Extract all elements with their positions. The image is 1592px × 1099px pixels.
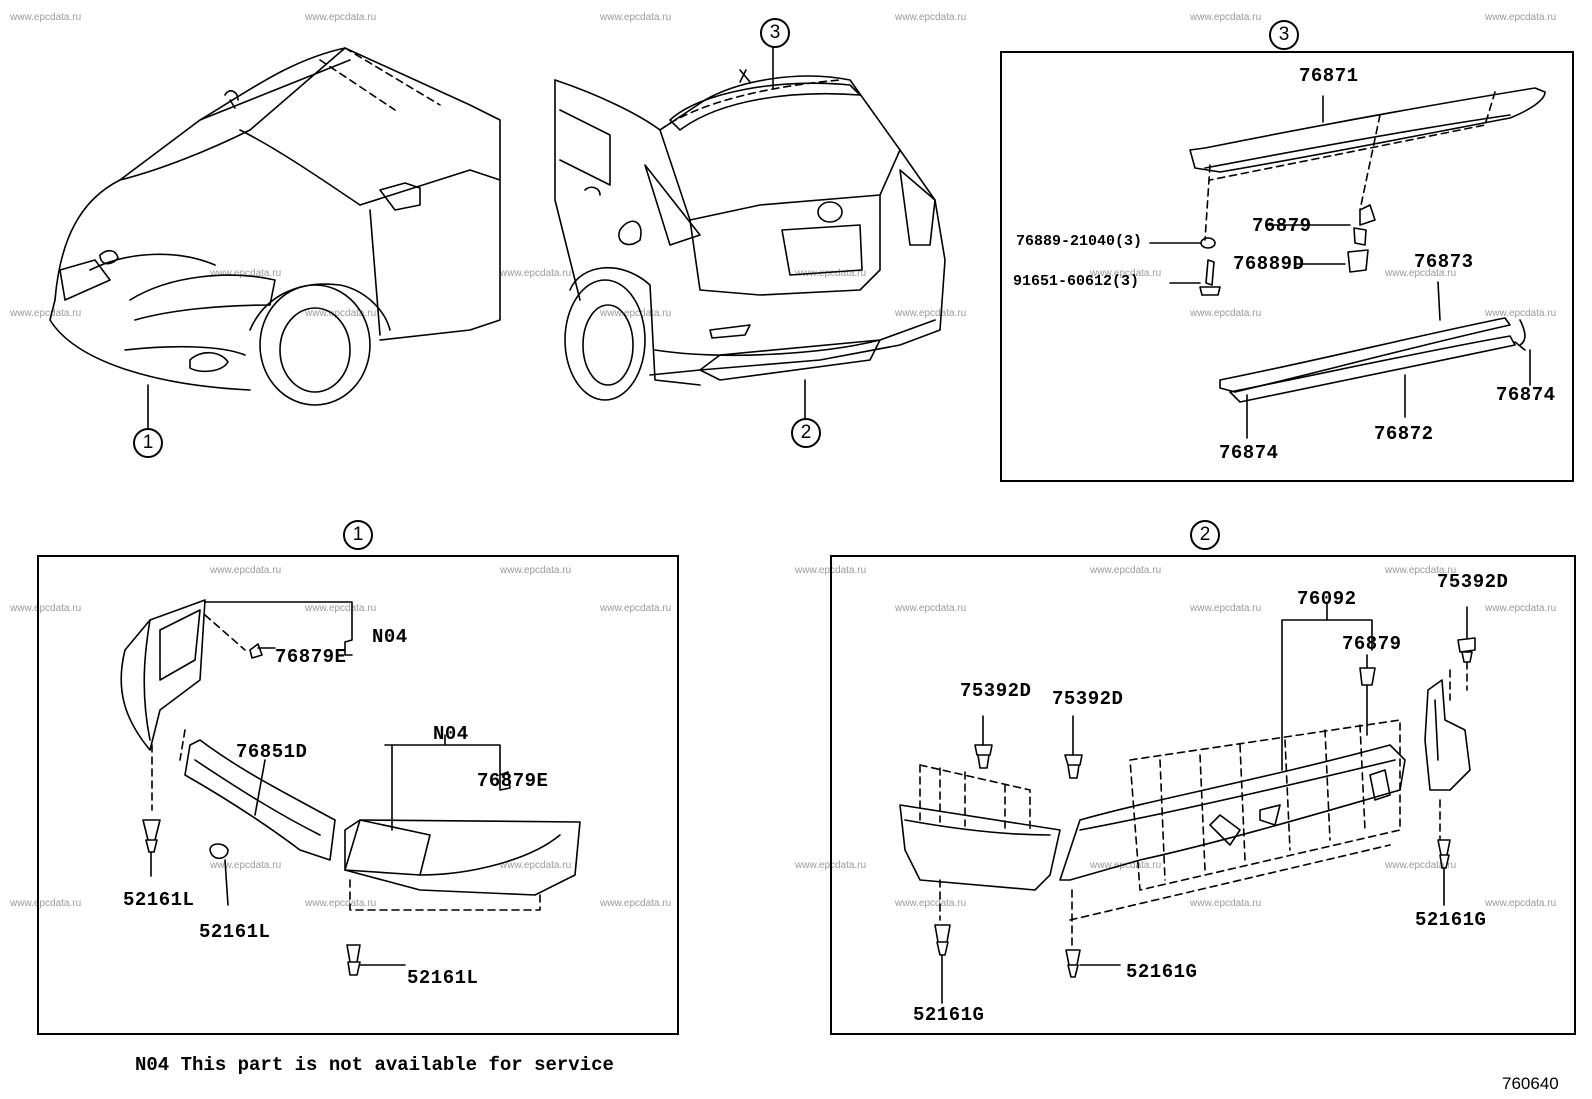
rear-spoiler-detail-drawing xyxy=(899,603,1476,1004)
watermark: www.epcdata.ru xyxy=(1190,12,1262,23)
part-label-76874-left[interactable]: 76874 xyxy=(1219,442,1279,464)
watermark: www.epcdata.ru xyxy=(795,268,867,279)
watermark: www.epcdata.ru xyxy=(305,603,377,614)
part-label-75392D-left-1[interactable]: 75392D xyxy=(960,680,1032,702)
watermark: www.epcdata.ru xyxy=(1190,603,1262,614)
watermark: www.epcdata.ru xyxy=(500,268,572,279)
watermark: www.epcdata.ru xyxy=(10,308,82,319)
watermark: www.epcdata.ru xyxy=(1485,12,1557,23)
watermark: www.epcdata.ru xyxy=(600,603,672,614)
part-label-52161L-c[interactable]: 52161L xyxy=(407,967,479,989)
callout-front-box: 1 xyxy=(343,520,373,550)
part-label-91651-60612[interactable]: 91651-60612(3) xyxy=(1013,273,1140,290)
note-label-N04-top[interactable]: N04 xyxy=(372,626,408,648)
rear-spoiler-detail-frame xyxy=(830,555,1576,1035)
watermark: www.epcdata.ru xyxy=(600,12,672,23)
part-label-76889D[interactable]: 76889D xyxy=(1233,253,1305,275)
callout-spoiler-box: 3 xyxy=(1269,20,1299,50)
watermark: www.epcdata.ru xyxy=(1385,565,1457,576)
spoiler-detail-frame xyxy=(1000,51,1574,482)
part-label-76092[interactable]: 76092 xyxy=(1297,588,1357,610)
part-label-52161L-b[interactable]: 52161L xyxy=(199,921,271,943)
part-label-76879-rear[interactable]: 76879 xyxy=(1342,633,1402,655)
part-label-52161G-right[interactable]: 52161G xyxy=(1415,909,1487,931)
watermark: www.epcdata.ru xyxy=(305,898,377,909)
part-label-52161G-left[interactable]: 52161G xyxy=(913,1004,985,1026)
part-label-76873[interactable]: 76873 xyxy=(1414,251,1474,273)
watermark: www.epcdata.ru xyxy=(1385,268,1457,279)
part-label-76879E-mid[interactable]: 76879E xyxy=(477,770,549,792)
watermark: www.epcdata.ru xyxy=(500,860,572,871)
watermark: www.epcdata.ru xyxy=(1190,898,1262,909)
watermark: www.epcdata.ru xyxy=(895,898,967,909)
watermark: www.epcdata.ru xyxy=(895,308,967,319)
watermark: www.epcdata.ru xyxy=(10,603,82,614)
watermark: www.epcdata.ru xyxy=(895,12,967,23)
callout-front[interactable]: 1 xyxy=(133,428,163,458)
callout-rear-box: 2 xyxy=(1190,520,1220,550)
part-label-75392D-left-2[interactable]: 75392D xyxy=(1052,688,1124,710)
watermark: www.epcdata.ru xyxy=(600,898,672,909)
footnote: N04 This part is not available for servi… xyxy=(135,1054,614,1076)
part-label-76871[interactable]: 76871 xyxy=(1299,65,1359,87)
front-spoiler-detail-frame xyxy=(37,555,679,1035)
figure-number: 760640 xyxy=(1502,1074,1559,1093)
watermark: www.epcdata.ru xyxy=(10,12,82,23)
front-spoiler-detail-drawing xyxy=(120,599,581,976)
watermark: www.epcdata.ru xyxy=(305,308,377,319)
part-label-76872[interactable]: 76872 xyxy=(1374,423,1434,445)
watermark: www.epcdata.ru xyxy=(600,308,672,319)
part-label-76889-21040[interactable]: 76889-21040(3) xyxy=(1016,233,1143,250)
watermark: www.epcdata.ru xyxy=(1485,603,1557,614)
watermark: www.epcdata.ru xyxy=(210,860,282,871)
callout-rear[interactable]: 2 xyxy=(791,418,821,448)
watermark: www.epcdata.ru xyxy=(895,603,967,614)
watermark: www.epcdata.ru xyxy=(1385,860,1457,871)
watermark: www.epcdata.ru xyxy=(1090,268,1162,279)
watermark: www.epcdata.ru xyxy=(210,565,282,576)
part-label-76879E-top[interactable]: 76879E xyxy=(275,646,347,668)
rear-car-drawing xyxy=(554,41,946,421)
front-car-drawing xyxy=(49,47,501,429)
note-label-N04-mid[interactable]: N04 xyxy=(433,723,469,745)
watermark: www.epcdata.ru xyxy=(1485,898,1557,909)
watermark: www.epcdata.ru xyxy=(210,268,282,279)
watermark: www.epcdata.ru xyxy=(500,565,572,576)
part-label-76851D[interactable]: 76851D xyxy=(236,741,308,763)
spoiler-detail-drawing xyxy=(1149,87,1546,439)
watermark: www.epcdata.ru xyxy=(1090,565,1162,576)
watermark: www.epcdata.ru xyxy=(1190,308,1262,319)
part-label-76874-right[interactable]: 76874 xyxy=(1496,384,1556,406)
part-label-52161G-mid[interactable]: 52161G xyxy=(1126,961,1198,983)
watermark: www.epcdata.ru xyxy=(1090,860,1162,871)
callout-spoiler[interactable]: 3 xyxy=(760,18,790,48)
watermark: www.epcdata.ru xyxy=(305,12,377,23)
watermark: www.epcdata.ru xyxy=(10,898,82,909)
part-label-52161L-a[interactable]: 52161L xyxy=(123,889,195,911)
watermark: www.epcdata.ru xyxy=(1485,308,1557,319)
part-label-76879[interactable]: 76879 xyxy=(1252,215,1312,237)
part-label-75392D-top-right[interactable]: 75392D xyxy=(1437,571,1509,593)
